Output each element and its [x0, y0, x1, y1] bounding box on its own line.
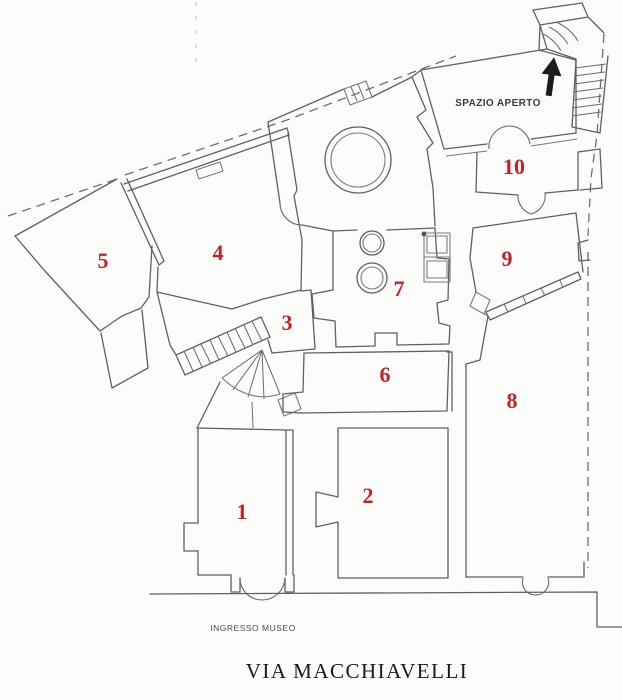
- room-3-walls: [271, 289, 316, 354]
- divider-1-2: [285, 429, 294, 576]
- room-label-4: 4: [213, 240, 224, 265]
- wall: [14, 235, 153, 332]
- shelf-grid: [423, 232, 451, 283]
- boundary-notch: [577, 239, 591, 262]
- wall: [271, 289, 316, 354]
- entrance-door-arcs: [239, 577, 286, 601]
- stair-treads: [183, 320, 263, 372]
- sidewalk-line: [149, 591, 622, 628]
- wall-bottom: [335, 332, 450, 348]
- fan-stair-radials: [221, 349, 281, 400]
- corridor-detail: [251, 392, 302, 429]
- shelf-pivot-dot: [421, 231, 427, 237]
- wall-left: [311, 230, 337, 348]
- stair-run-treads: [571, 63, 607, 117]
- wall-left-bottom: [465, 363, 585, 578]
- arrow-head: [541, 57, 562, 77]
- room-2-outline: [315, 427, 449, 579]
- wall-bottom-right: [300, 350, 453, 414]
- well-circle-small-inner: [362, 233, 382, 253]
- room-label-6: 6: [380, 362, 391, 387]
- wall-link-stair: [156, 291, 177, 356]
- room-label-10: 10: [503, 154, 525, 179]
- wall-right: [411, 76, 436, 227]
- room-1-outline: [183, 427, 287, 576]
- ramp-double-wall: [485, 271, 582, 321]
- rotunda-hall: [267, 69, 436, 232]
- room-label-2: 2: [363, 483, 374, 508]
- rooms-1-2-walls: [183, 427, 449, 601]
- door-petals-lower: [517, 192, 546, 215]
- wall-left: [282, 352, 305, 414]
- wall-right: [287, 132, 303, 291]
- street-edge: [149, 591, 622, 628]
- door-block: [469, 291, 491, 317]
- fan-stair-arc: [221, 377, 281, 398]
- main-staircase: [175, 316, 302, 429]
- ramp-ticks: [503, 279, 564, 313]
- room-label-9: 9: [502, 246, 513, 271]
- rotunda-outer-circle: [324, 126, 392, 194]
- well-circle-large: [356, 262, 388, 294]
- boundary-left: [7, 178, 118, 217]
- room-label-5: 5: [98, 248, 109, 273]
- wall-double-top: [123, 127, 290, 192]
- open-space-room-10: [420, 48, 603, 215]
- wall: [14, 178, 118, 237]
- curved-stair: [542, 21, 579, 52]
- window-niche: [195, 161, 224, 180]
- wall-top-left: [465, 315, 489, 365]
- door-petals-upper: [488, 125, 531, 150]
- room-9-walls: [469, 212, 584, 317]
- room-8-walls: [465, 239, 591, 596]
- wall-top-left: [267, 88, 345, 123]
- arrow-shaft: [545, 71, 555, 97]
- wall-left: [267, 121, 281, 204]
- open-space-outline: [420, 48, 577, 150]
- room-label-3: 3: [282, 310, 293, 335]
- wall-top-right: [371, 69, 422, 98]
- room-10-walls: [475, 152, 579, 196]
- boundary-right-upper: [587, 33, 605, 237]
- room-label-1: 1: [237, 499, 248, 524]
- wall-right: [434, 227, 451, 345]
- tower-walls: [538, 16, 605, 61]
- boundary-top: [124, 55, 457, 176]
- street-title: VIA MACCHIAVELLI: [246, 659, 469, 683]
- room-label-7: 7: [394, 276, 405, 301]
- door-arcs-bottom: [521, 577, 550, 596]
- rotunda-inner-circle: [330, 132, 386, 188]
- wall-top: [332, 227, 436, 232]
- side-room-walls: [577, 148, 603, 191]
- room-numbers: 1 2 3 4 5 6 7 8 9 10: [98, 154, 526, 524]
- north-arrow-icon: [541, 57, 562, 97]
- wall-bottom-left: [301, 224, 334, 232]
- stair-tower: [532, 2, 609, 134]
- well-circle-large-inner: [360, 266, 384, 290]
- door-arc: [279, 202, 303, 226]
- room-7-walls: [311, 227, 451, 348]
- wall-bottom: [156, 266, 302, 310]
- room-5-walls: [14, 178, 165, 389]
- well-circle-small: [359, 230, 385, 256]
- tower-top-block: [532, 2, 589, 26]
- double-wall-inner: [445, 138, 578, 157]
- room-4-walls: [123, 127, 303, 356]
- room-6-walls: [282, 350, 453, 414]
- entrance-label: INGRESSO MUSEO: [210, 623, 295, 633]
- entrance-posts: [230, 574, 295, 593]
- open-space-label: SPAZIO APERTO: [455, 98, 541, 109]
- wall-outline: [469, 212, 584, 293]
- wall-divider-5-4: [120, 178, 165, 266]
- property-boundary-dashed: [7, 2, 605, 568]
- corridor-walls: [196, 339, 273, 429]
- room-label-8: 8: [507, 388, 518, 413]
- wall-top: [304, 350, 450, 354]
- wall: [100, 309, 149, 389]
